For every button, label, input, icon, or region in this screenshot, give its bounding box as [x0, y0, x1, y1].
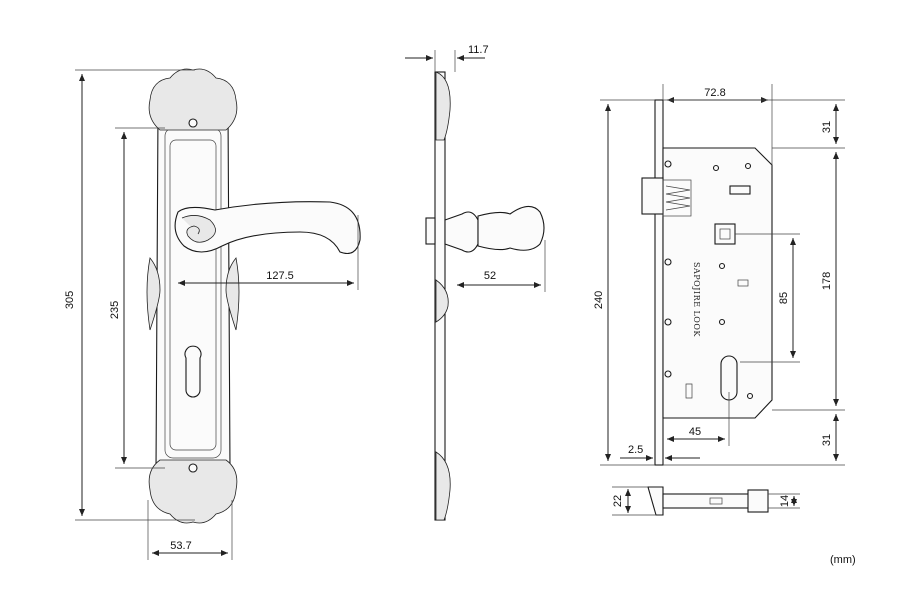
latch-detail-body: [662, 493, 759, 509]
keyhole: [184, 345, 202, 398]
units-label: (mm): [830, 554, 856, 566]
side-view: [425, 71, 545, 521]
latch-bolt: [641, 177, 664, 215]
lock-body: SAPOJIRE LOOK: [641, 99, 773, 466]
side-dimensions: 11.7 52: [405, 44, 546, 292]
dim-bottom-offset: 31: [821, 434, 833, 446]
dim-faceplate-thickness: 2.5: [628, 444, 643, 456]
latch-detail-slot: [709, 497, 723, 505]
dim-plate-width: 53.7: [170, 540, 191, 552]
top-ornament: [148, 68, 238, 131]
lever-rosette: [181, 215, 216, 243]
front-view: [146, 68, 361, 524]
spindle-square: [719, 228, 731, 240]
dim-center-span: 178: [821, 272, 833, 290]
case-screw-3: [664, 318, 672, 326]
cylinder-hole: [720, 355, 738, 401]
case-screw-1: [664, 160, 672, 168]
dim-handle-depth: 52: [484, 270, 496, 282]
dim-top-offset: 31: [821, 121, 833, 133]
spindle-hub: [714, 223, 736, 245]
side-bottom-ornament: [435, 451, 451, 521]
case-rivet-3: [718, 262, 726, 270]
case-screw-2: [664, 258, 672, 266]
deadbolt-slot: [729, 185, 751, 195]
right-side-ornament: [225, 257, 240, 331]
dim-handle-projection: 127.5: [266, 270, 294, 282]
lock-faceplate: [654, 99, 664, 466]
dim-plate-thickness: 11.7: [468, 44, 489, 56]
backplate: [155, 109, 231, 471]
spindle: [425, 217, 436, 245]
latch-detail: 22 14: [612, 486, 800, 516]
dim-lock-width: 72.8: [704, 87, 725, 99]
case-rivet-2: [744, 162, 752, 170]
top-screw: [188, 118, 198, 128]
dim-lock-height: 240: [593, 291, 605, 309]
lock-dimensions: 72.8 31 178 31 240 85 45 2.5: [593, 84, 845, 466]
bottom-ornament: [148, 459, 238, 524]
side-middle-ornament: [435, 279, 449, 323]
front-dimensions: 305 235 127.5 53.7: [64, 69, 359, 560]
dim-handle-to-cylinder: 85: [778, 292, 790, 304]
case-tab: [685, 383, 693, 399]
dim-bolt-height: 14: [779, 495, 791, 507]
side-handle-neck: [444, 211, 479, 253]
side-handle-knob: [477, 205, 545, 251]
dim-backset: 45: [689, 426, 701, 438]
side-top-ornament: [435, 71, 451, 141]
bottom-screw: [188, 463, 198, 473]
latch-spring-housing: [662, 179, 692, 217]
dim-latch-height: 22: [612, 495, 624, 507]
case-rivet-5: [746, 392, 754, 400]
lever-handle: [174, 201, 361, 255]
dim-inner-height: 235: [109, 301, 121, 319]
backplate-inner-panel: [169, 139, 217, 451]
case-window: [737, 279, 749, 287]
latch-spring: [665, 185, 691, 211]
dim-overall-height: 305: [64, 291, 76, 309]
latch-detail-head: [647, 486, 664, 516]
lock-case: [662, 147, 773, 419]
left-side-ornament: [146, 257, 161, 331]
case-screw-4: [664, 370, 672, 378]
latch-detail-end: [747, 489, 769, 513]
lock-brand-text: SAPOJIRE LOOK: [692, 262, 701, 337]
case-rivet-4: [718, 318, 726, 326]
case-rivet-1: [712, 164, 720, 172]
